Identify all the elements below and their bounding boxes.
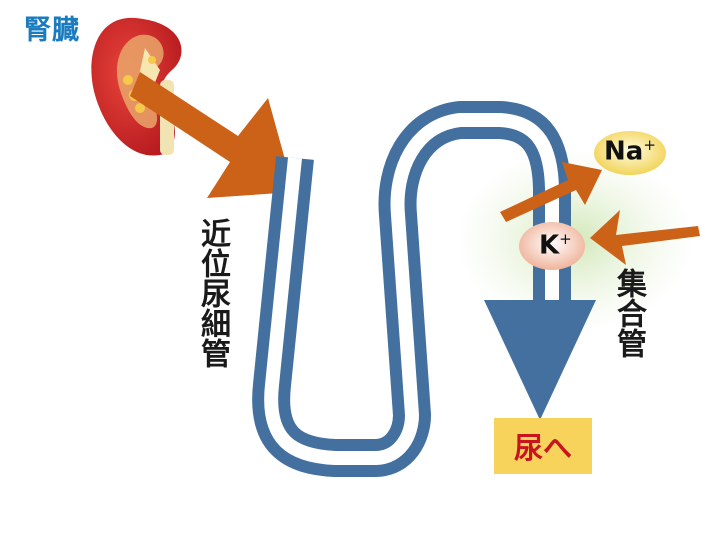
- sodium-arrow: [500, 162, 602, 222]
- proximal-tubule-label: 近位尿細管: [195, 218, 230, 368]
- kidney-label: 腎臓: [24, 15, 80, 46]
- sodium-charge: +: [643, 136, 656, 154]
- tubule: [252, 101, 571, 477]
- to-urine-box: 尿へ: [494, 418, 592, 474]
- potassium-charge: +: [559, 230, 572, 248]
- to-urine-label: 尿へ: [513, 431, 572, 465]
- potassium-arrow: [590, 210, 700, 265]
- sodium-ion-label: Na+: [604, 136, 656, 167]
- potassium-symbol: K: [539, 230, 560, 261]
- potassium-ion-label: K+: [539, 230, 572, 261]
- sodium-symbol: Na: [604, 136, 644, 167]
- collecting-duct-label: 集合管: [611, 268, 646, 358]
- sodium-oval: [594, 131, 666, 175]
- urine-flow-arrow: [484, 300, 596, 420]
- potassium-oval: [519, 222, 585, 270]
- kidney-to-tubule-arrow: [130, 72, 294, 198]
